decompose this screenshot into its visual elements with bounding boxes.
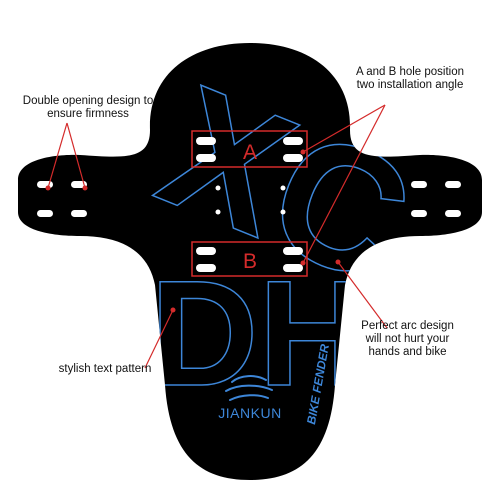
callout-hole-position: A and B hole position two installation a… bbox=[335, 66, 485, 92]
callout-line: two installation angle bbox=[356, 79, 464, 91]
slot-holes-a bbox=[196, 137, 303, 162]
callout-line: will not hurt your bbox=[365, 333, 450, 345]
bird-wave-logo-icon bbox=[225, 375, 273, 401]
hole-label-a: A bbox=[243, 141, 257, 164]
wing-slot-holes bbox=[37, 181, 461, 217]
callout-arc-design: Perfect arc design will not hurt your ha… bbox=[340, 320, 475, 359]
brand-name: JIANKUN bbox=[218, 405, 281, 421]
callout-line: Perfect arc design bbox=[361, 320, 454, 332]
fender-body bbox=[18, 43, 482, 480]
callout-text-pattern: stylish text pattern bbox=[30, 363, 180, 376]
hole-label-b: B bbox=[243, 250, 257, 273]
hole-box-a bbox=[191, 130, 308, 168]
callout-line: A and B hole position bbox=[355, 66, 465, 78]
callout-line: ensure firmness bbox=[47, 108, 129, 120]
callout-line: stylish text pattern bbox=[58, 363, 152, 375]
center-holes bbox=[215, 185, 286, 215]
callout-dots bbox=[45, 149, 341, 313]
pattern-text-dh: DH bbox=[150, 249, 367, 417]
callout-double-opening: Double opening design to ensure firmness bbox=[8, 95, 168, 121]
hole-box-b bbox=[191, 241, 308, 277]
callout-lines bbox=[47, 104, 388, 369]
slot-holes-b bbox=[196, 247, 303, 272]
callout-line: Double opening design to bbox=[22, 95, 154, 107]
callout-line: hands and bike bbox=[368, 346, 447, 358]
